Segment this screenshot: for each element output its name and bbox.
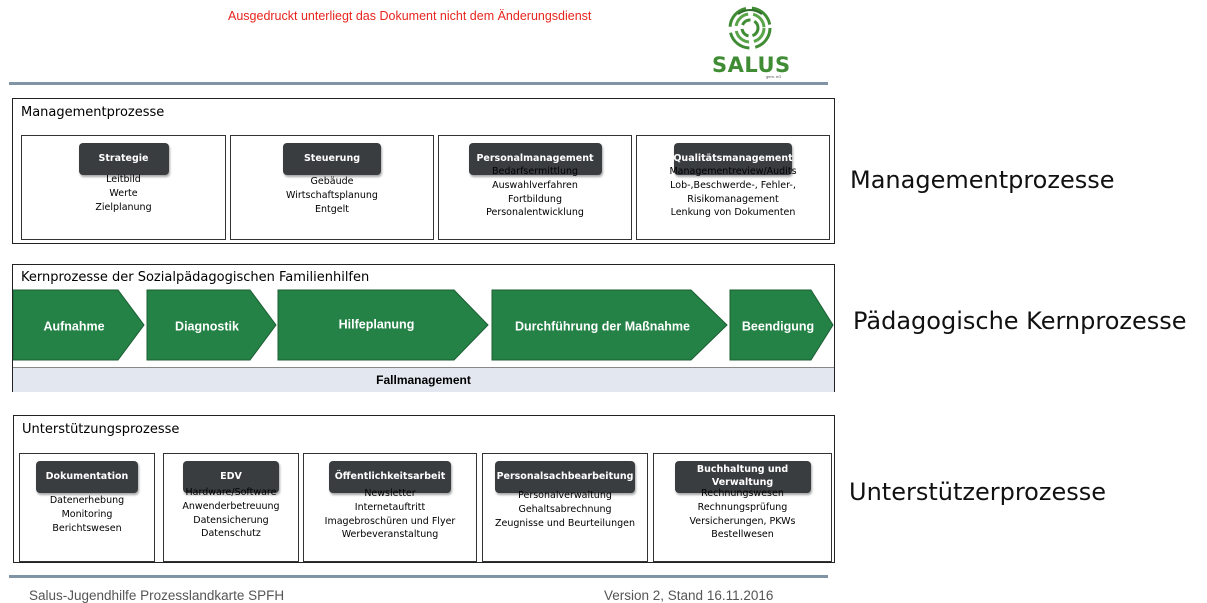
list-item: Internetauftritt [354,501,426,513]
list-item: Personalverwaltung [518,490,612,501]
fallmanagement-bar: Fallmanagement [13,367,834,392]
print-notice: Ausgedruckt unterliegt das Dokument nich… [228,9,592,23]
list-item: Personalentwicklung [486,207,584,219]
process-step-arrow [146,289,277,361]
list-item: Risikomanagement [687,193,779,205]
list-item: Imagebroschüren und Flyer [324,515,456,527]
list-item: Datenerhebung [49,495,125,506]
salus-swirl-icon [728,6,772,50]
list-item: Datensicherung [193,514,269,526]
kern-title: Kernprozesse der Sozialpädagogischen Fam… [21,270,370,285]
list-item: Zeugnisse und Beurteilungen [495,517,635,529]
list-item: Newsletter [364,488,416,499]
process-step-label: Durchführung der Maßnahme [515,319,690,333]
process-step-label: Diagnostik [175,319,239,333]
list-item: Bestellwesen [711,529,774,541]
process-arrows: Aufnahme Diagnostik Hilfeplanung Durchführu… [13,289,834,361]
process-step-label: Aufnahme [43,319,104,333]
kern-side-label: Pädagogische Kernprozesse [853,307,1187,335]
list-item: Rechnungsprüfung [697,501,788,513]
list-item: Lob-,Beschwerde-, Fehler-, [670,179,796,191]
management-side-label: Managementprozesse [850,166,1115,194]
list-item: Gehaltsabrechnung [518,503,612,515]
list-item: Gebäude [310,176,354,187]
process-step-arrow [277,289,489,361]
list-item: Werte [109,187,138,199]
support-label-badge: Öffentlichkeitsarbeit [329,461,451,493]
list-item: Leitbild [106,174,141,185]
list-item: Werbeveranstaltung [341,529,439,541]
list-item: Anwenderbetreuung [182,500,280,512]
support-label-badge: EDV [183,461,279,493]
logo-text: SALUS [712,53,791,77]
process-step-arrow [491,289,728,361]
support-label-badge: Buchhaltung und Verwaltung [674,461,811,493]
footer-rule [9,575,828,578]
management-label-badge: Steuerung [283,143,381,175]
footer-left: Salus-Jugendhilfe Prozesslandkarte SPFH [29,588,285,603]
logo-subtext: gem. eG [766,74,782,79]
list-item: Versicherungen, PKWs [689,515,796,527]
management-label-badge: Qualitätsmanagement [673,143,793,175]
support-title: Unterstützungsprozesse [22,422,180,437]
kern-section: Kernprozesse der Sozialpädagogischen Fam… [12,264,835,392]
list-item: Hardware/Software [185,487,277,498]
list-item: Entgelt [315,203,349,215]
management-label-badge: Personalmanagement [468,143,602,175]
support-side-label: Unterstützerprozesse [849,478,1106,506]
salus-logo: SALUS gem. eG [708,4,792,80]
list-item: Fortbildung [508,193,562,205]
list-item: Berichtswesen [52,522,122,534]
list-item: Wirtschaftsplanung [286,189,378,201]
list-item: Datenschutz [201,528,261,540]
management-label-badge: Strategie [78,143,169,175]
list-item: Monitoring [61,508,113,520]
list-item: Lenkung von Dokumenten [670,207,796,219]
footer-right: Version 2, Stand 16.11.2016 [604,588,774,603]
process-step-arrow [729,289,834,361]
list-item: Managementreview/Audits [669,166,797,177]
support-label-badge: Dokumentation [36,461,138,493]
list-item: Zielplanung [95,201,152,213]
process-step-arrow [13,289,145,361]
management-title: Managementprozesse [21,105,165,120]
support-label-badge: Personalsachbearbeitung [495,461,635,493]
process-step-label: Hilfeplanung [339,317,415,331]
process-step-label: Beendigung [742,319,814,333]
list-item: Rechnungswesen [701,488,784,499]
header-rule [9,82,828,85]
list-item: Auswahlverfahren [492,179,578,191]
list-item: Bedarfsermittlung [491,166,579,177]
